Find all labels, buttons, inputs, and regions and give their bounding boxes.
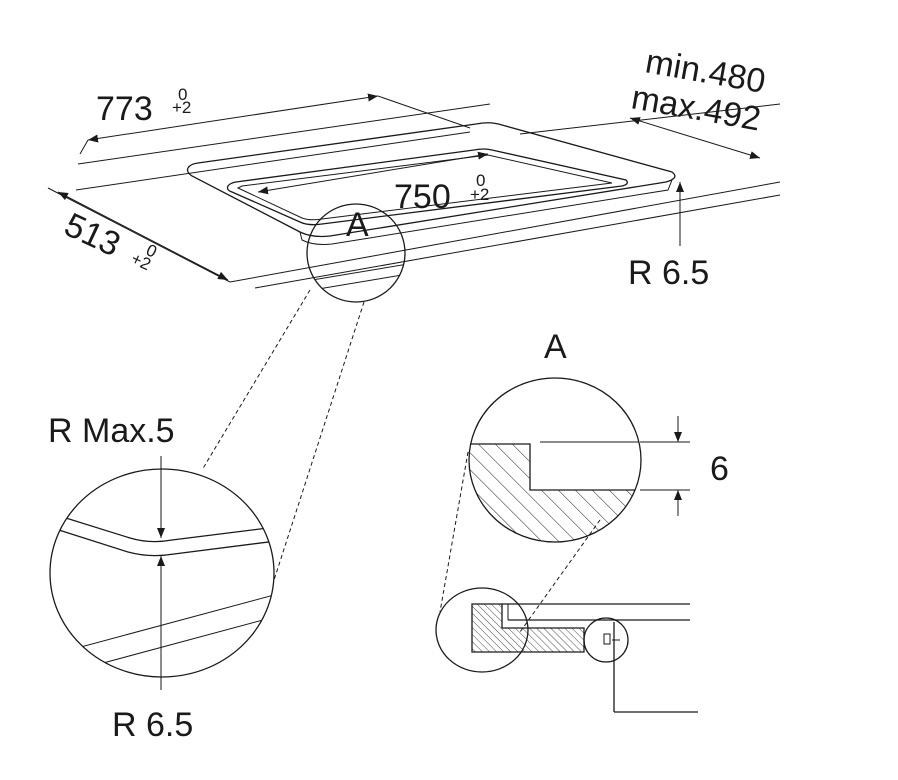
leader-right-1 <box>439 451 469 613</box>
dimension-min-max: min.480 max.492 <box>629 42 768 159</box>
detail-a-inner-line-1 <box>307 261 405 283</box>
detail-right-step-height: 6 <box>710 450 729 488</box>
dim-773-line <box>87 93 379 143</box>
counter-front-edge-2 <box>254 194 781 289</box>
detail-left-edge-3 <box>50 587 274 659</box>
dim-773-tol-lower: +2 <box>172 98 191 117</box>
hob-front-thickness <box>299 179 673 245</box>
dim-513-value: 513 <box>59 206 126 264</box>
corner-radius-callout: R 6.5 <box>628 182 709 292</box>
dimension-773: 773 0 +2 <box>79 85 471 155</box>
hob-cutout-inner <box>236 154 613 221</box>
cross-section <box>435 587 698 713</box>
detail-left-radius: R 6.5 <box>112 706 193 744</box>
corner-radius-label: R 6.5 <box>628 254 709 292</box>
hob-cutout-outer <box>226 148 628 226</box>
leader-right-2 <box>519 519 601 633</box>
dim-750-value: 750 <box>394 178 451 216</box>
dim-750-tol-lower: +2 <box>470 185 489 204</box>
detail-left-edge-2 <box>50 523 274 557</box>
detail-right-label: A <box>544 328 567 366</box>
dim-773-ext-left <box>79 139 89 155</box>
detail-right-hatched-section <box>469 443 641 542</box>
cross-section-clip <box>603 633 611 645</box>
detail-a-label: A <box>346 206 369 244</box>
dim-773-ext-right <box>377 95 471 129</box>
dimension-513: 513 0 +2 <box>57 191 229 281</box>
detail-left-edge-4 <box>50 609 274 677</box>
dim-minmax-line <box>629 117 761 159</box>
detail-left-edge-1 <box>50 509 274 543</box>
detail-left-circle <box>49 468 275 678</box>
dimension-750: 750 0 +2 <box>257 151 489 216</box>
cross-section-small-circle <box>583 617 629 663</box>
hob-top-surface <box>186 122 676 238</box>
hob-outline <box>186 122 676 245</box>
detail-a-circle <box>306 203 406 303</box>
detail-left-radius-max: R Max.5 <box>48 412 175 450</box>
dim-773-tol-upper: 0 <box>178 85 187 104</box>
leader-left-2 <box>273 301 365 581</box>
detail-a-inner-line-2 <box>307 271 405 293</box>
dim-750-line <box>257 151 489 195</box>
leader-left-1 <box>201 289 311 471</box>
dim-773-value: 773 <box>96 90 153 128</box>
dim-750-tol-upper: 0 <box>476 171 485 190</box>
counter-front-edge-1 <box>229 181 781 283</box>
dim-513-line <box>57 191 229 281</box>
detail-left: R Max.5 R 6.5 <box>48 412 275 744</box>
detail-right: A 6 <box>468 328 729 543</box>
detail-circle-a: A <box>306 203 406 303</box>
cross-section-hatched-worktop <box>471 603 585 653</box>
